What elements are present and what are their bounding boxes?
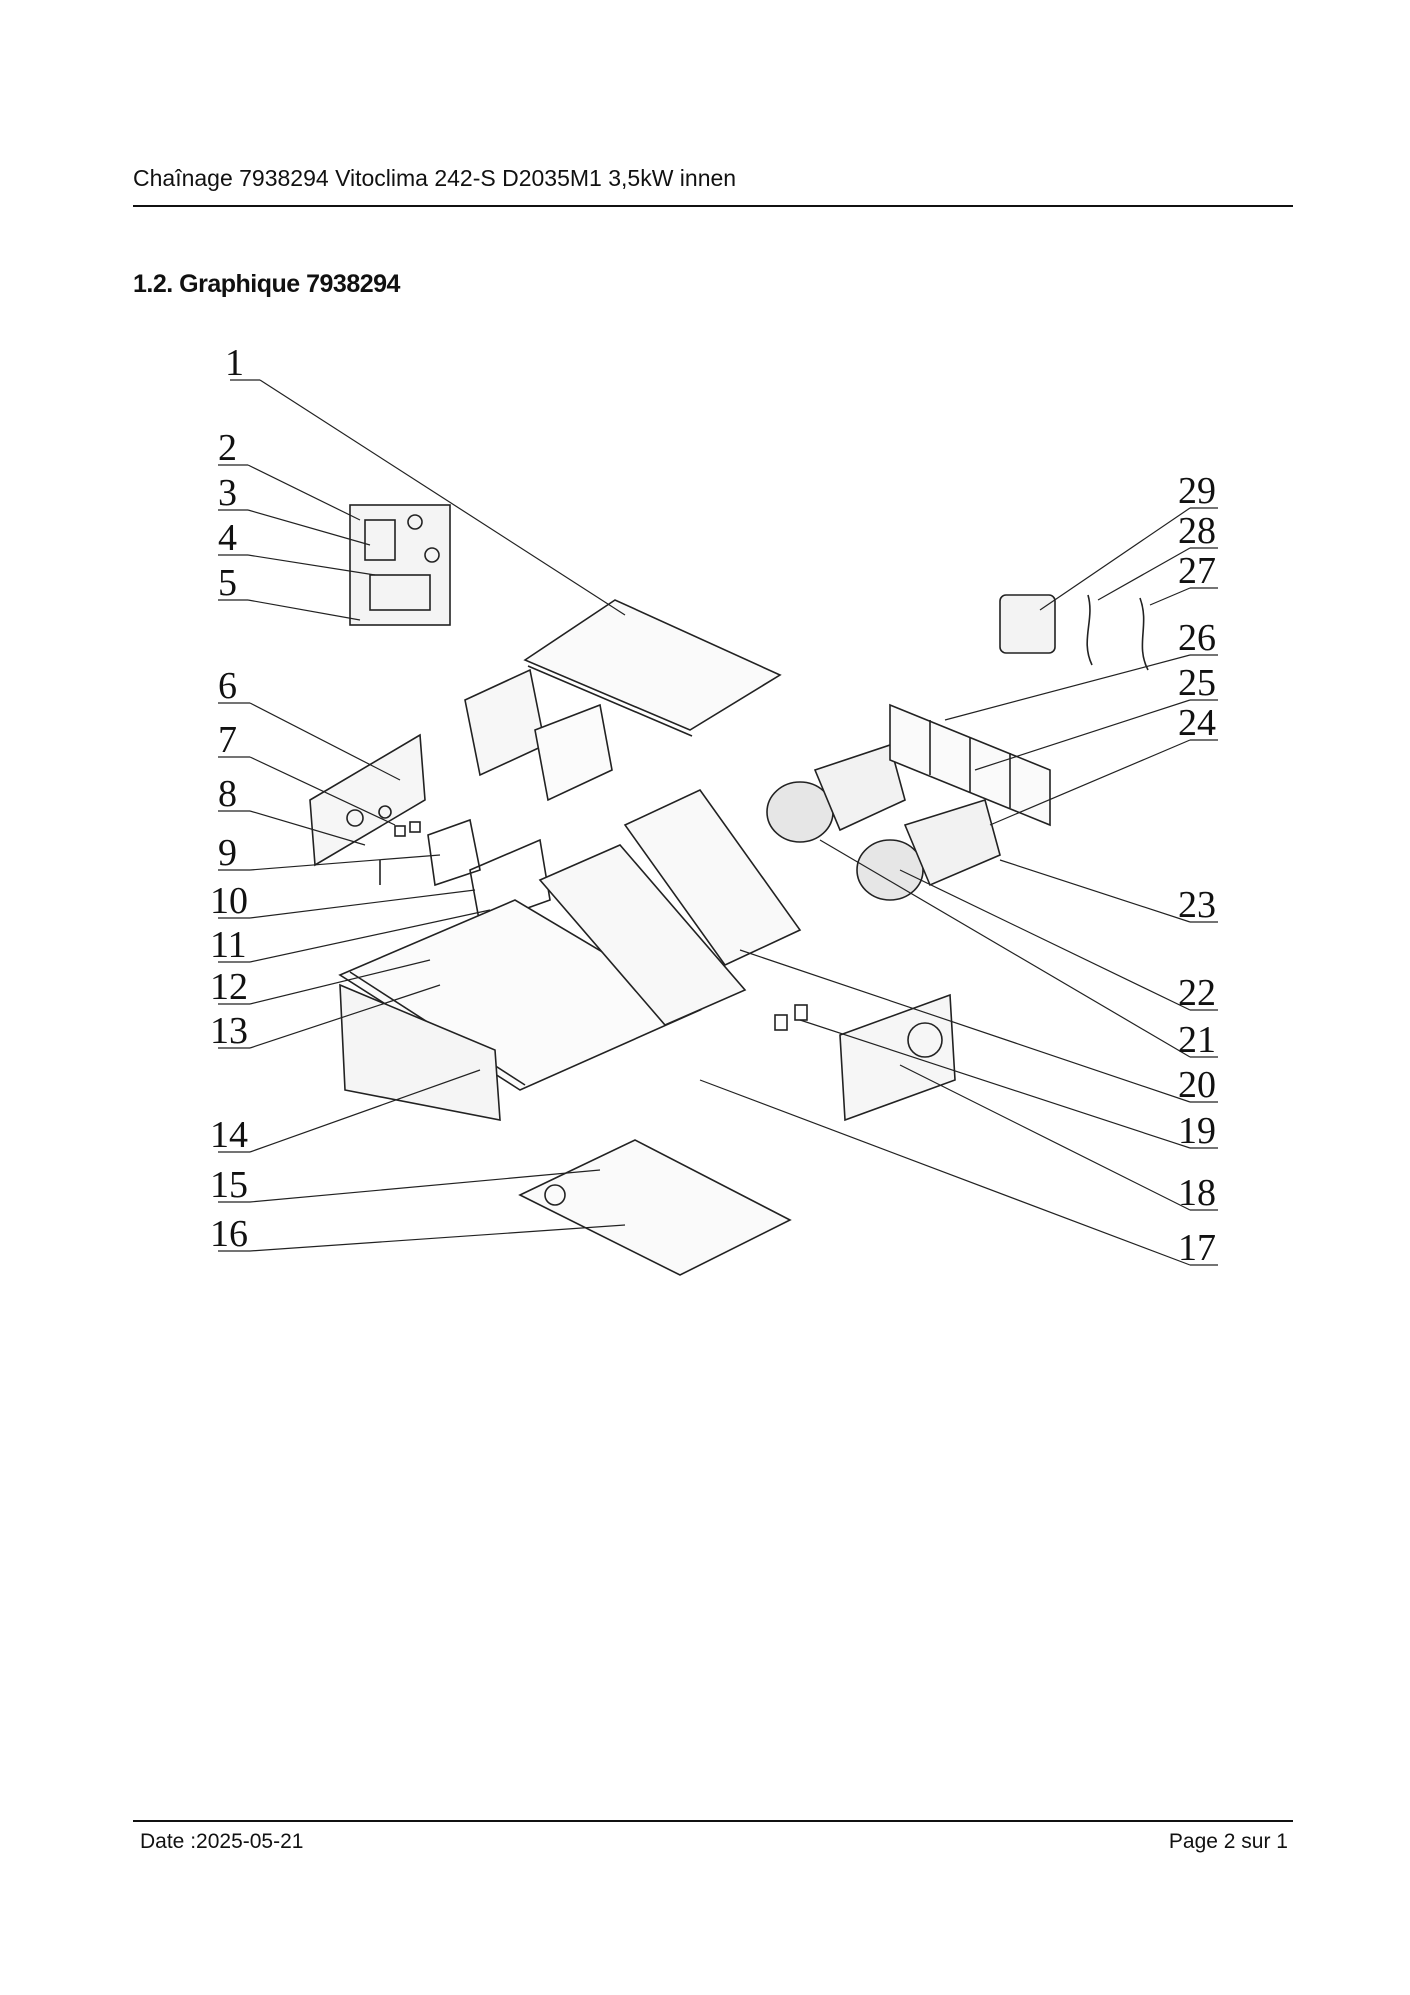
callout-12: 12 — [210, 966, 248, 1008]
callout-1: 1 — [225, 342, 244, 384]
footer-page-number: Page 2 sur 1 — [1168, 1830, 1288, 1853]
callout-14: 14 — [210, 1114, 248, 1156]
callout-9: 9 — [218, 832, 237, 874]
callout-27: 27 — [1178, 550, 1216, 592]
callout-19: 19 — [1178, 1110, 1216, 1152]
callout-11: 11 — [210, 924, 247, 966]
drain-pan — [538, 844, 747, 1026]
fan-mounting-plate — [623, 788, 802, 967]
top-cover-panel — [523, 599, 782, 731]
blower-wheel-2 — [856, 839, 924, 901]
callout-8: 8 — [218, 773, 237, 815]
callout-10: 10 — [210, 880, 248, 922]
callout-21: 21 — [1178, 1019, 1216, 1061]
side-panel-right — [839, 993, 956, 1122]
callout-6: 6 — [218, 665, 237, 707]
callout-22: 22 — [1178, 972, 1216, 1014]
section-title: 1.2. Graphique 7938294 — [133, 270, 400, 298]
fan-scroll-2 — [903, 798, 1001, 887]
callout-23: 23 — [1178, 884, 1216, 926]
pipe-sensor-cable — [1139, 597, 1149, 671]
drain-assembly — [427, 818, 481, 887]
callout-7: 7 — [218, 719, 237, 761]
electric-control-box — [349, 504, 451, 626]
callout-4: 4 — [218, 517, 237, 559]
footer-divider — [133, 1820, 1293, 1822]
bottom-cover-panel — [518, 1139, 792, 1276]
side-panel-left — [309, 733, 426, 867]
callout-24: 24 — [1178, 702, 1216, 744]
callout-13: 13 — [210, 1010, 248, 1052]
callout-28: 28 — [1178, 510, 1216, 552]
callout-26: 26 — [1178, 617, 1216, 659]
callout-17: 17 — [1178, 1227, 1216, 1269]
fan-scroll-1 — [813, 743, 906, 832]
callout-15: 15 — [210, 1164, 248, 1206]
callout-18: 18 — [1178, 1172, 1216, 1214]
control-box-housing — [464, 668, 546, 777]
callout-20: 20 — [1178, 1064, 1216, 1106]
header-divider — [133, 205, 1293, 207]
temperature-sensor-cable — [1086, 594, 1093, 666]
callout-29: 29 — [1178, 470, 1216, 512]
callout-3: 3 — [218, 472, 237, 514]
remote-controller — [999, 594, 1056, 654]
air-filter-frame — [339, 983, 501, 1121]
footer-date: Date :2025-05-21 — [140, 1830, 304, 1853]
callout-2: 2 — [218, 427, 237, 469]
callout-5: 5 — [218, 562, 237, 604]
page-header-title: Chaînage 7938294 Vitoclima 242-S D2035M1… — [133, 165, 737, 191]
callout-16: 16 — [210, 1213, 248, 1255]
callout-25: 25 — [1178, 662, 1216, 704]
